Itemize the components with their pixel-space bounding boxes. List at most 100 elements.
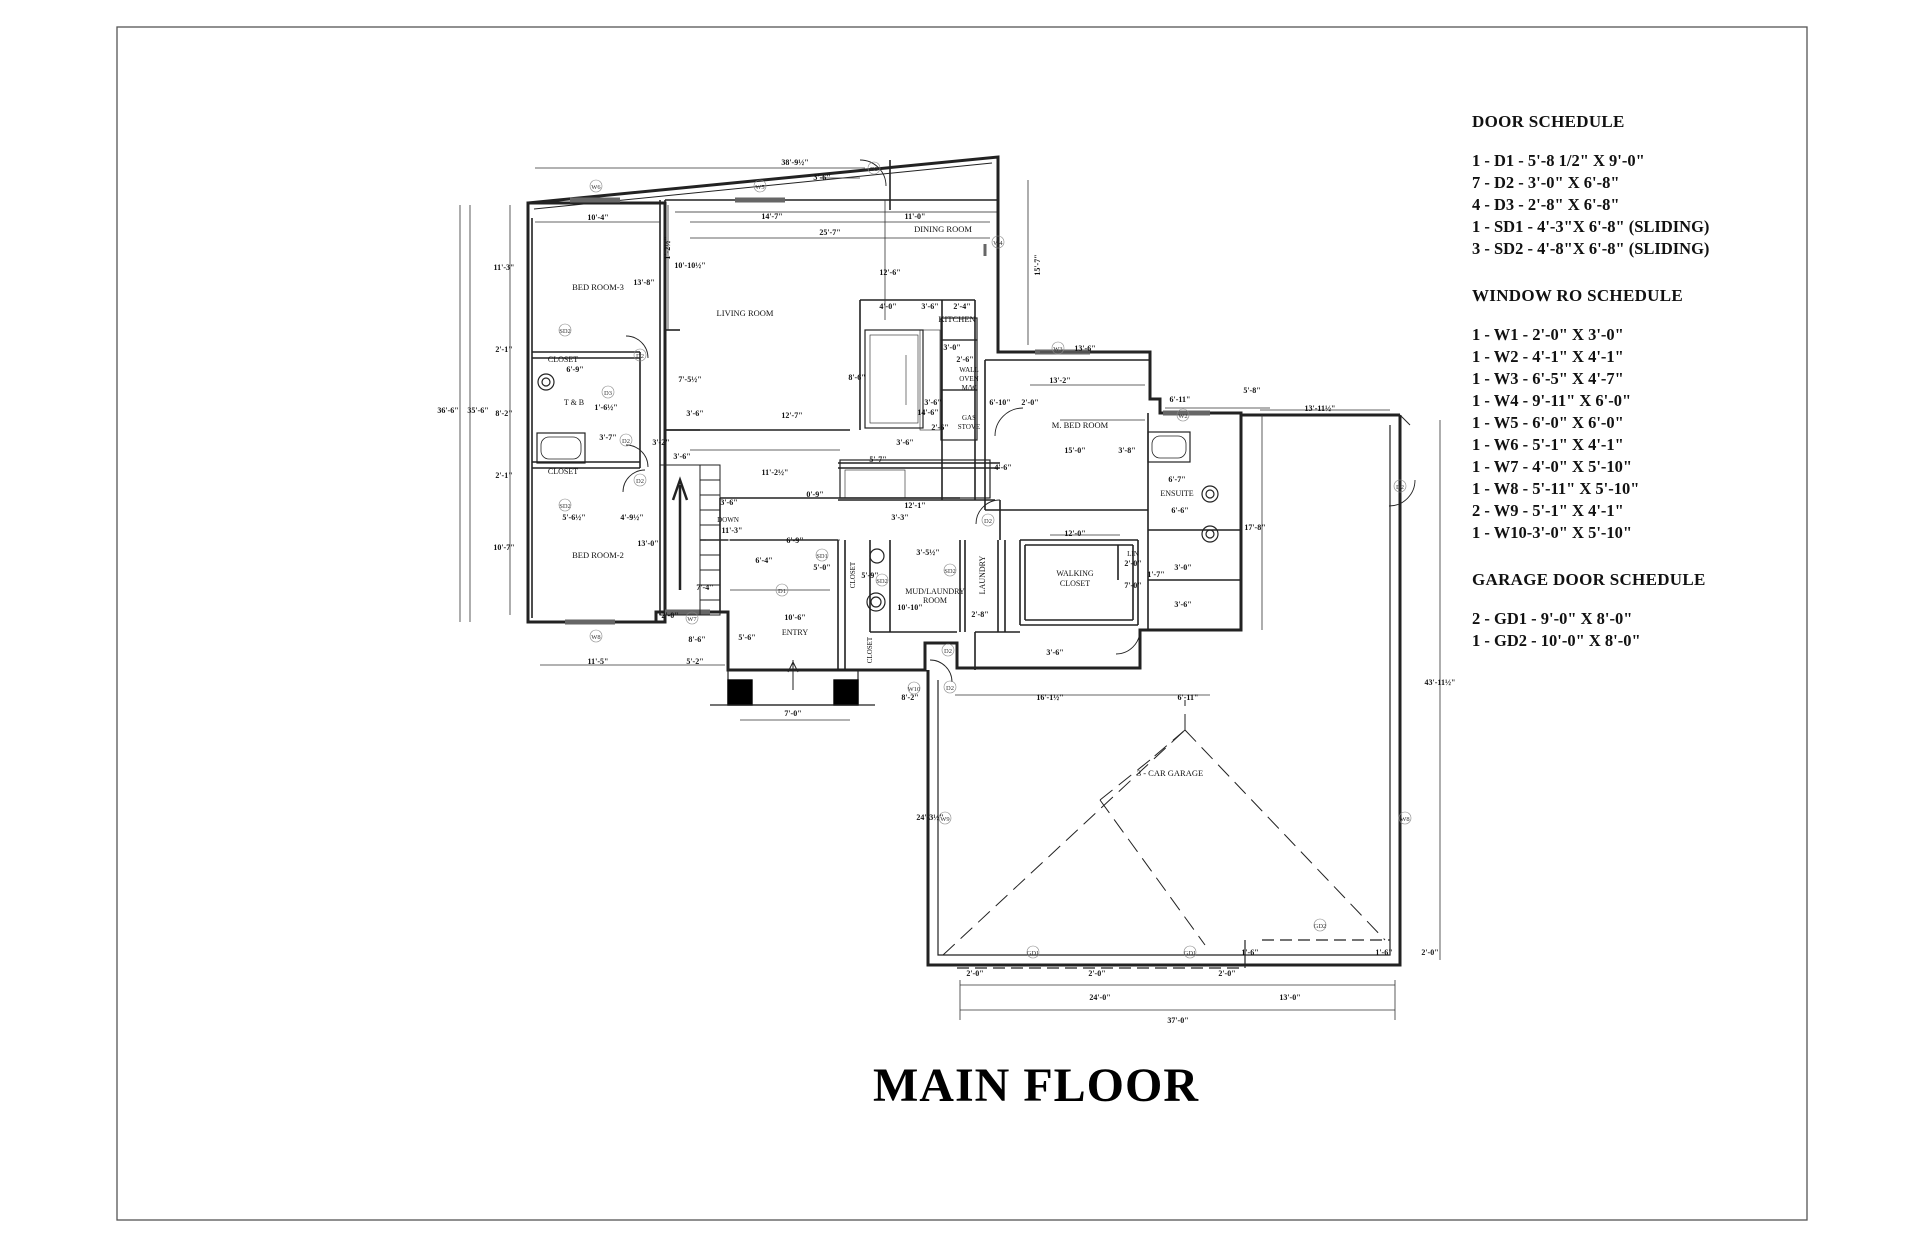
dim-8-2: 8'-2"	[495, 409, 512, 418]
dim-6-7: 6'-7"	[1168, 475, 1185, 484]
dim-3-8: 3'-8"	[1118, 446, 1135, 455]
dim-12-1: 12'-1"	[904, 501, 925, 510]
dim-3-6f: 3'-6"	[720, 498, 737, 507]
room-down: DOWN	[717, 516, 739, 524]
garage-door-schedule: GARAGE DOOR SCHEDULE 2 - GD1 - 9'-0" X 8…	[1472, 570, 1892, 652]
room-bed2: BED ROOM-2	[572, 550, 624, 560]
dim-14-6: 14'-6"	[917, 408, 938, 417]
kitchen-cabinetry	[839, 317, 991, 499]
svg-text:SD1: SD1	[816, 553, 828, 560]
window-schedule-item: 1 - W6 - 5'-1" X 4'-1"	[1472, 435, 1624, 454]
door-schedule-item: 4 - D3 - 2'-8" X 6'-8"	[1472, 195, 1620, 214]
dimension-labels: 38'-9½" 3'-6" 10'-4" 14'-7" 11'-0" 25'-7…	[437, 158, 1455, 1025]
dim-13-11: 13'-11½"	[1305, 404, 1336, 413]
dim-3-2: 3'-2"	[652, 438, 669, 447]
room-gas-stove-2: STOVE	[958, 423, 980, 431]
dim-3-3: 3'-3"	[891, 513, 908, 522]
window-schedule-item: 1 - W1 - 2'-0" X 3'-0"	[1472, 325, 1624, 344]
tag-d2b: D2	[619, 433, 633, 447]
dim-5-6a: 5'-6½"	[562, 513, 585, 522]
svg-text:D2: D2	[984, 518, 992, 525]
dim-5-8: 5'-8"	[1243, 386, 1260, 395]
dim-10-6: 10'-6"	[784, 613, 805, 622]
svg-text:D2: D2	[946, 685, 954, 692]
dim-6-4: 6'-4"	[755, 556, 772, 565]
dim-dining-width: 11'-0"	[905, 212, 926, 221]
svg-text:SD2: SD2	[944, 568, 956, 575]
room-master: M. BED ROOM	[1052, 420, 1109, 430]
garage	[926, 413, 1411, 969]
window-schedule-item: 1 - W5 - 6'-0" X 6'-0"	[1472, 413, 1624, 432]
dim-3-6c: 3'-6"	[924, 398, 941, 407]
dim-6-10: 6'-10"	[989, 398, 1010, 407]
window-schedule: WINDOW RO SCHEDULE 1 - W1 - 2'-0" X 3'-0…	[1472, 286, 1892, 544]
tag-w5: W5	[753, 179, 767, 193]
bath-fixtures	[536, 373, 1219, 612]
room-garage: 3 - CAR GARAGE	[1137, 768, 1203, 778]
tag-gd2: GD2	[1314, 918, 1326, 932]
dim-10-10b: 10'-10"	[897, 603, 922, 612]
window-schedule-item: 1 - W4 - 9'-11" X 6'-0"	[1472, 391, 1632, 410]
tag-d3a: D3	[867, 161, 881, 175]
entry-porch	[710, 660, 875, 706]
dim-top-overall: 38'-9½"	[781, 158, 808, 167]
dim-16-1: 16'-1½"	[1036, 693, 1063, 702]
room-mud-1: MUD/LAUNDRY	[905, 587, 965, 596]
tag-d1: D1	[775, 583, 789, 597]
room-entry: ENTRY	[782, 628, 808, 637]
dim-3-6a: 3'-6"	[921, 302, 938, 311]
door-schedule-item: 1 - SD1 - 4'-3"X 6'-8" (SLIDING)	[1472, 217, 1710, 236]
dim-13-8: 13'-8"	[633, 278, 654, 287]
dim-13-0b: 13'-0"	[1279, 993, 1300, 1002]
dim-2-1b: 2'-1"	[495, 471, 512, 480]
schedules-panel: DOOR SCHEDULE 1 - D1 - 5'-8 1/2" X 9'-0"…	[1472, 112, 1892, 678]
dim-0-9: 0'-9"	[806, 490, 823, 499]
tag-w7: W7	[685, 611, 699, 625]
dim-7-5: 7'-5½"	[678, 375, 701, 384]
garage-schedule-item: 1 - GD2 - 10'-0" X 8'-0"	[1472, 631, 1641, 650]
room-closet-2: CLOSET	[548, 467, 578, 476]
dim-8-2b: 8'-2"	[901, 693, 918, 702]
svg-text:W7: W7	[687, 616, 697, 623]
tag-w10: W10	[908, 681, 921, 695]
svg-text:W10: W10	[908, 686, 921, 693]
svg-text:GD1: GD1	[1027, 950, 1040, 957]
tag-w9: W9	[938, 811, 952, 825]
dim-7-4: 7'-4"	[696, 583, 713, 592]
window-schedule-title: WINDOW RO SCHEDULE	[1472, 286, 1684, 305]
svg-text:W2: W2	[1178, 413, 1187, 420]
tag-gd1a: GD1	[1027, 945, 1040, 959]
tag-d2g: D2	[1393, 479, 1407, 493]
door-schedule-item: 3 - SD2 - 4'-8"X 6'-8" (SLIDING)	[1472, 239, 1710, 258]
svg-text:W9: W9	[940, 816, 949, 823]
dim-1-6b: 1'-6"	[1241, 948, 1258, 957]
tag-sd1: SD1	[815, 548, 829, 562]
dim-24-0: 24'-0"	[1089, 993, 1110, 1002]
dim-5-2: 5'-2"	[686, 657, 703, 666]
svg-text:W8: W8	[1400, 816, 1409, 823]
dim-2-0d: 2'-0"	[1421, 948, 1438, 957]
dim-2-0a: 2'-0"	[1021, 398, 1038, 407]
dim-1-6: 1'-6½"	[594, 403, 617, 412]
tag-sd2d: SD2	[943, 563, 957, 577]
dim-13-2: 13'-2"	[1049, 376, 1070, 385]
dim-43-11: 43'-11½"	[1425, 678, 1456, 687]
room-mud-2: ROOM	[923, 596, 947, 605]
dim-1-6c: 1'-6"	[1375, 948, 1392, 957]
svg-text:D2: D2	[1396, 484, 1404, 491]
dim-8-6b: 8'-6"	[688, 635, 705, 644]
dim-top-36: 3'-6"	[813, 173, 830, 182]
room-walking-2: CLOSET	[1060, 579, 1090, 588]
svg-text:D2: D2	[944, 648, 952, 655]
dim-living-width-1: 14'-7"	[761, 212, 782, 221]
tag-d2d: D2	[981, 513, 995, 527]
tag-w2: W2	[1176, 408, 1190, 422]
dim-3-6g: 3'-6"	[1174, 600, 1191, 609]
exterior-walls	[526, 155, 1243, 672]
dim-1-2: 1'-2½"	[663, 236, 672, 259]
room-kitchen: KITCHEN	[938, 314, 975, 324]
dim-living-width-2: 25'-7"	[819, 228, 840, 237]
dim-5-7: 5'-7"	[869, 455, 886, 464]
dim-bed3-width: 10'-4"	[587, 213, 608, 222]
dim-11-5: 11'-5"	[588, 657, 609, 666]
